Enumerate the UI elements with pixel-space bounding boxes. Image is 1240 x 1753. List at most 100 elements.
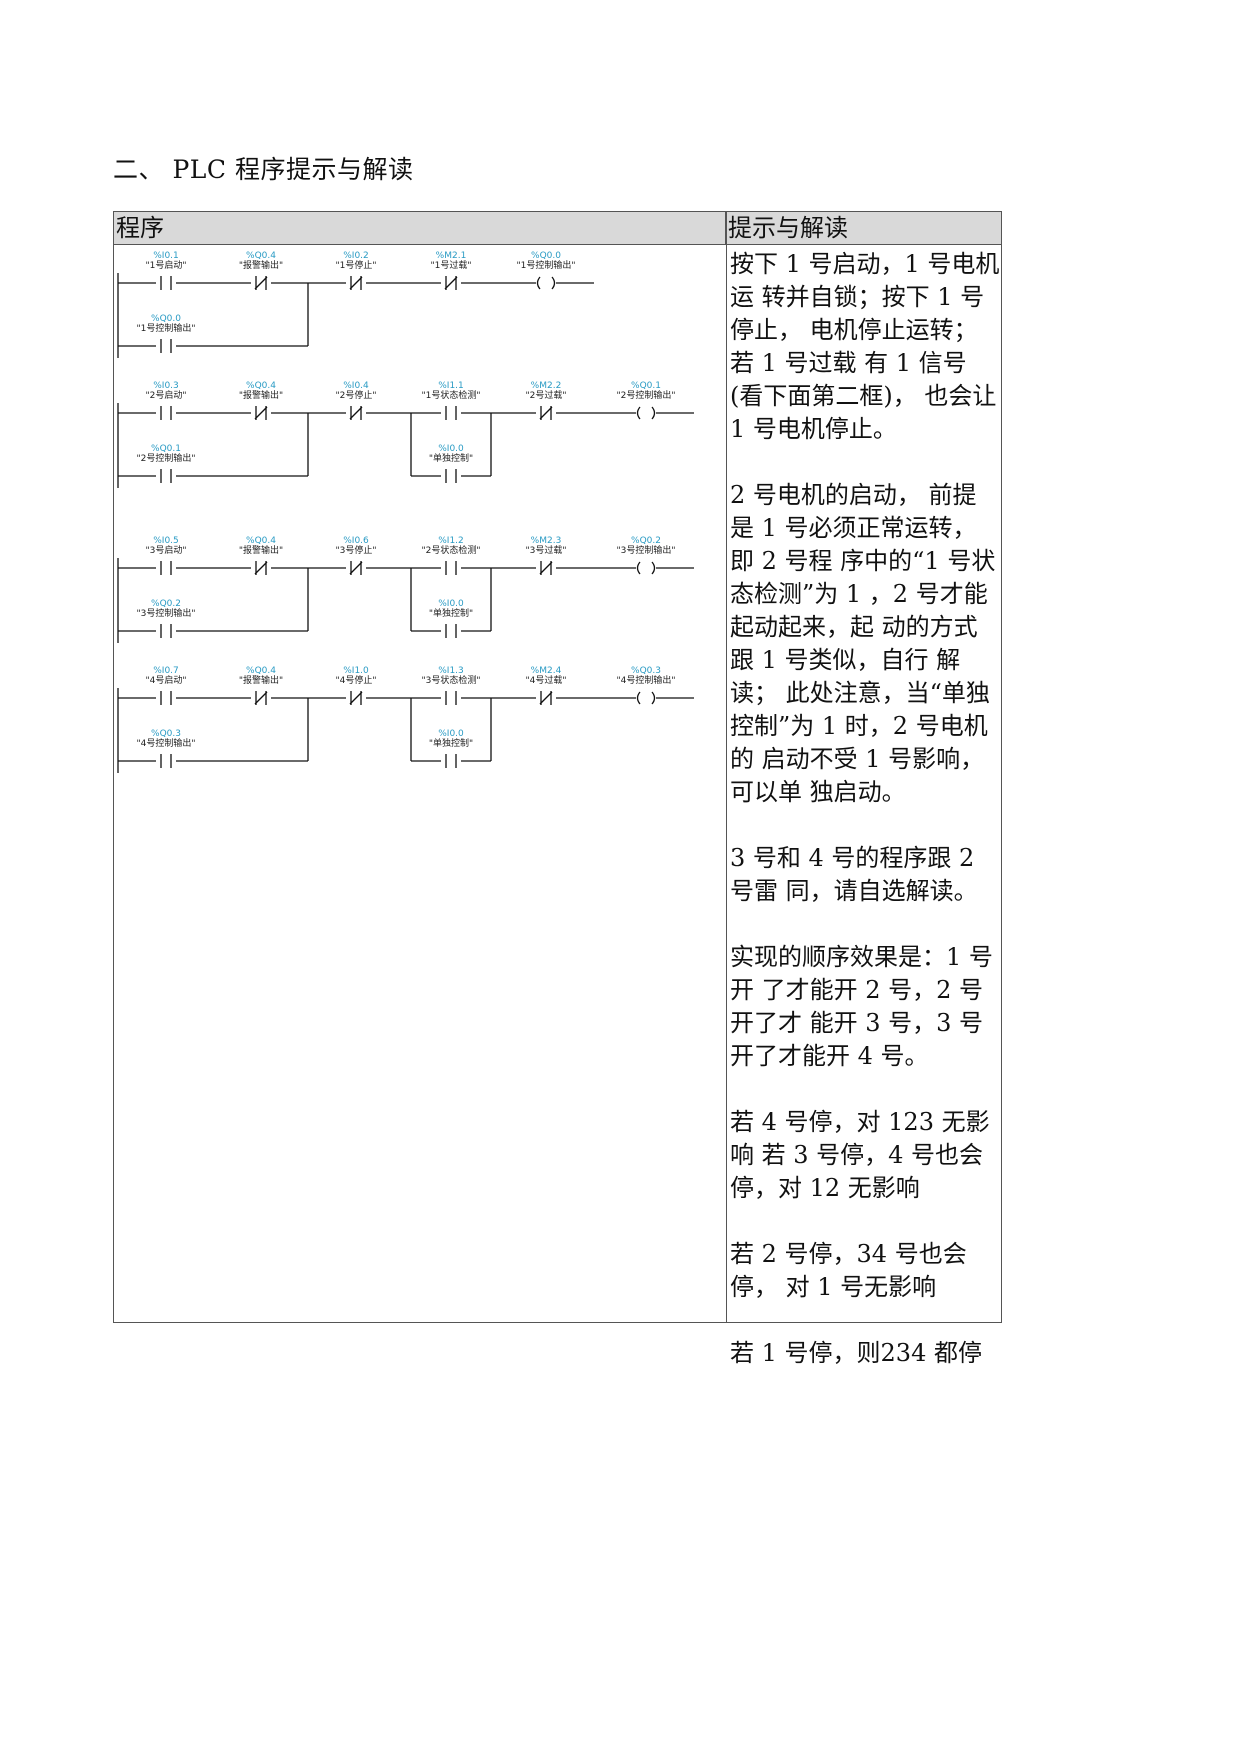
rung-3-seal-contact-address: %Q0.2 (151, 599, 181, 609)
rung-4-bypass-contact-label: "单独控制" (429, 737, 473, 749)
rung-4-element-1: %I0.7"4号启动" (145, 666, 187, 705)
contact-slash (539, 691, 553, 705)
program-table: 程序 提示与解读 %I0.1"1号启动"%Q0.4"报警输出"%I0.2"1号停… (113, 211, 1002, 1367)
rung-2-element-5-label: "2号过载" (525, 389, 566, 401)
rung-2-element-4-label: "1号状态检测" (421, 389, 480, 401)
rung-2-element-1-label: "2号启动" (145, 389, 186, 401)
coil-right-arc (551, 276, 556, 290)
rung-4-element-6-label: "4号控制输出" (616, 674, 675, 686)
rung-1-seal-contact-address: %Q0.0 (151, 314, 181, 324)
rung-1-element-4-label: "1号过载" (430, 259, 471, 271)
note-motor2: 2 号电机的启动， 前提是 1 号必须正常运转，即 2 号程 序中的“1 号状态… (730, 481, 996, 806)
rung-2-element-2-label: "报警输出" (239, 389, 283, 401)
note-motor1: 按下 1 号启动，1 号电机运 转并自锁；按下 1 号停止， 电机停止运转；若 … (730, 250, 1000, 443)
coil-left-arc (636, 691, 641, 705)
rung-3-seal-contact: %Q0.2"3号控制输出" (136, 599, 196, 638)
rung-2-element-5-address: %M2.2 (531, 381, 562, 391)
rung-2-element-6: %Q0.1"2号控制输出" (616, 381, 676, 420)
rung-3-element-3-label: "3号停止" (335, 544, 376, 556)
rung-4-element-1-label: "4号启动" (145, 674, 186, 686)
rung-2-element-2: %Q0.4"报警输出" (239, 381, 283, 420)
note-stop4-stop3: 若 4 号停，对 123 无影响 若 3 号停，4 号也会停，对 12 无影响 (730, 1108, 990, 1202)
rung-2-element-6-label: "2号控制输出" (616, 389, 675, 401)
rung-4-bypass-contact: %I0.0"单独控制" (429, 729, 473, 768)
rung-3-element-3: %I0.6"3号停止" (335, 536, 377, 575)
coil-right-arc (651, 561, 656, 575)
header-program: 程序 (114, 212, 726, 245)
rung-2-seal-contact-address: %Q0.1 (151, 444, 181, 454)
rung-3: %I0.5"3号启动"%Q0.4"报警输出"%I0.6"3号停止"%I1.2"2… (117, 536, 694, 643)
rung-3-element-1-label: "3号启动" (145, 544, 186, 556)
rung-1-element-1-label: "1号启动" (145, 259, 186, 271)
rung-2-seal-contact-label: "2号控制输出" (136, 452, 195, 464)
rung-2-element-4: %I1.1"1号状态检测" (421, 381, 481, 420)
rung-3-element-5: %M2.3"3号过载" (525, 536, 567, 575)
coil-right-arc (651, 406, 656, 420)
header-hints: 提示与解读 (726, 212, 1001, 245)
rung-1-element-5-address: %Q0.0 (531, 251, 561, 261)
rung-2-element-3: %I0.4"2号停止" (335, 381, 377, 420)
rung-3-bypass-contact-label: "单独控制" (429, 607, 473, 619)
note-motor34: 3 号和 4 号的程序跟 2 号雷 同，请自选解读。 (730, 844, 978, 905)
rung-3-element-4-label: "2号状态检测" (421, 544, 480, 556)
contact-slash (254, 276, 268, 290)
rung-2-bypass-contact-label: "单独控制" (429, 452, 473, 464)
coil-left-arc (636, 406, 641, 420)
contact-slash (254, 406, 268, 420)
rung-1-element-2-address: %Q0.4 (246, 251, 276, 261)
rung-1-element-4-address: %M2.1 (436, 251, 467, 261)
rung-4-seal-contact-address: %Q0.3 (151, 729, 181, 739)
rung-2: %I0.3"2号启动" %Q0.4"报警输出" %I0.4"2号停止" %I1.1"1… (117, 381, 694, 488)
rung-1-element-3-label: "1号停止" (335, 259, 376, 271)
rung-4-seal-contact-label: "4号控制输出" (136, 737, 195, 749)
coil-left-arc (636, 561, 641, 575)
rung-3-element-4-address: %I1.2 (438, 536, 464, 546)
rung-1-element-1-address: %I0.1 (153, 251, 179, 261)
contact-slash (349, 276, 363, 290)
rung-2-bypass-contact-address: %I0.0 (438, 444, 464, 454)
rung-4-seal-contact: %Q0.3"4号控制输出" (136, 729, 196, 768)
contact-slash (444, 276, 458, 290)
rung-4-element-5-label: "4号过载" (525, 674, 566, 686)
rung-1-element-2-label: "报警输出" (239, 259, 283, 271)
rung-2-element-5: %M2.2"2号过载" (525, 381, 567, 420)
contact-slash (254, 561, 268, 575)
rung-4-element-6: %Q0.3"4号控制输出" (616, 666, 676, 705)
rung-1-element-3-address: %I0.2 (343, 251, 369, 261)
coil-left-arc (536, 276, 541, 290)
rung-3-element-5-address: %M2.3 (531, 536, 562, 546)
rung-1-seal-contact-label: "1号控制输出" (136, 322, 195, 334)
rung-3-element-2-address: %Q0.4 (246, 536, 276, 546)
rung-3-element-5-label: "3号过载" (525, 544, 566, 556)
rung-4-element-5: %M2.4"4号过载" (525, 666, 567, 705)
rung-2-seal-contact: %Q0.1"2号控制输出" (136, 444, 196, 483)
ladder-diagram: %I0.1"1号启动"%Q0.4"报警输出"%I0.2"1号停止"%M2.1"1… (117, 251, 694, 773)
rung-3-seal-contact-label: "3号控制输出" (136, 607, 195, 619)
rung-1-element-4: %M2.1"1号过载" (430, 251, 472, 290)
rung-4-element-2-address: %Q0.4 (246, 666, 276, 676)
rung-3-element-3-address: %I0.6 (343, 536, 369, 546)
rung-1-element-1: %I0.1"1号启动" (145, 251, 187, 290)
rung-2-element-1: %I0.3"2号启动" (145, 381, 187, 420)
section-heading: 二、 PLC 程序提示与解读 (113, 155, 414, 184)
rung-4: %I0.7"4号启动"%Q0.4"报警输出"%I1.0"4号停止"%I1.3"3… (117, 666, 694, 773)
contact-slash (349, 691, 363, 705)
rung-4-element-2: %Q0.4"报警输出" (239, 666, 283, 705)
note-stop2: 若 2 号停，34 号也会停， 对 1 号无影响 (730, 1240, 967, 1301)
rung-4-element-1-address: %I0.7 (153, 666, 179, 676)
rung-3-element-2: %Q0.4"报警输出" (239, 536, 283, 575)
rung-2-element-6-address: %Q0.1 (631, 381, 661, 391)
contact-slash (349, 561, 363, 575)
rung-4-element-3: %I1.0"4号停止" (335, 666, 377, 705)
coil-right-arc (651, 691, 656, 705)
rung-2-element-3-address: %I0.4 (343, 381, 369, 391)
note-stop1: 若 1 号停，则234 都停 (730, 1339, 982, 1367)
rung-4-element-4-address: %I1.3 (438, 666, 464, 676)
rung-2-element-2-address: %Q0.4 (246, 381, 276, 391)
rung-1-element-5: %Q0.0"1号控制输出" (516, 251, 576, 290)
rung-1-element-5-label: "1号控制输出" (516, 259, 575, 271)
rung-4-element-2-label: "报警输出" (239, 674, 283, 686)
rung-1-seal-contact: %Q0.0"1号控制输出" (136, 314, 196, 353)
rung-3-element-6: %Q0.2"3号控制输出" (616, 536, 676, 575)
column-divider (726, 212, 727, 1322)
